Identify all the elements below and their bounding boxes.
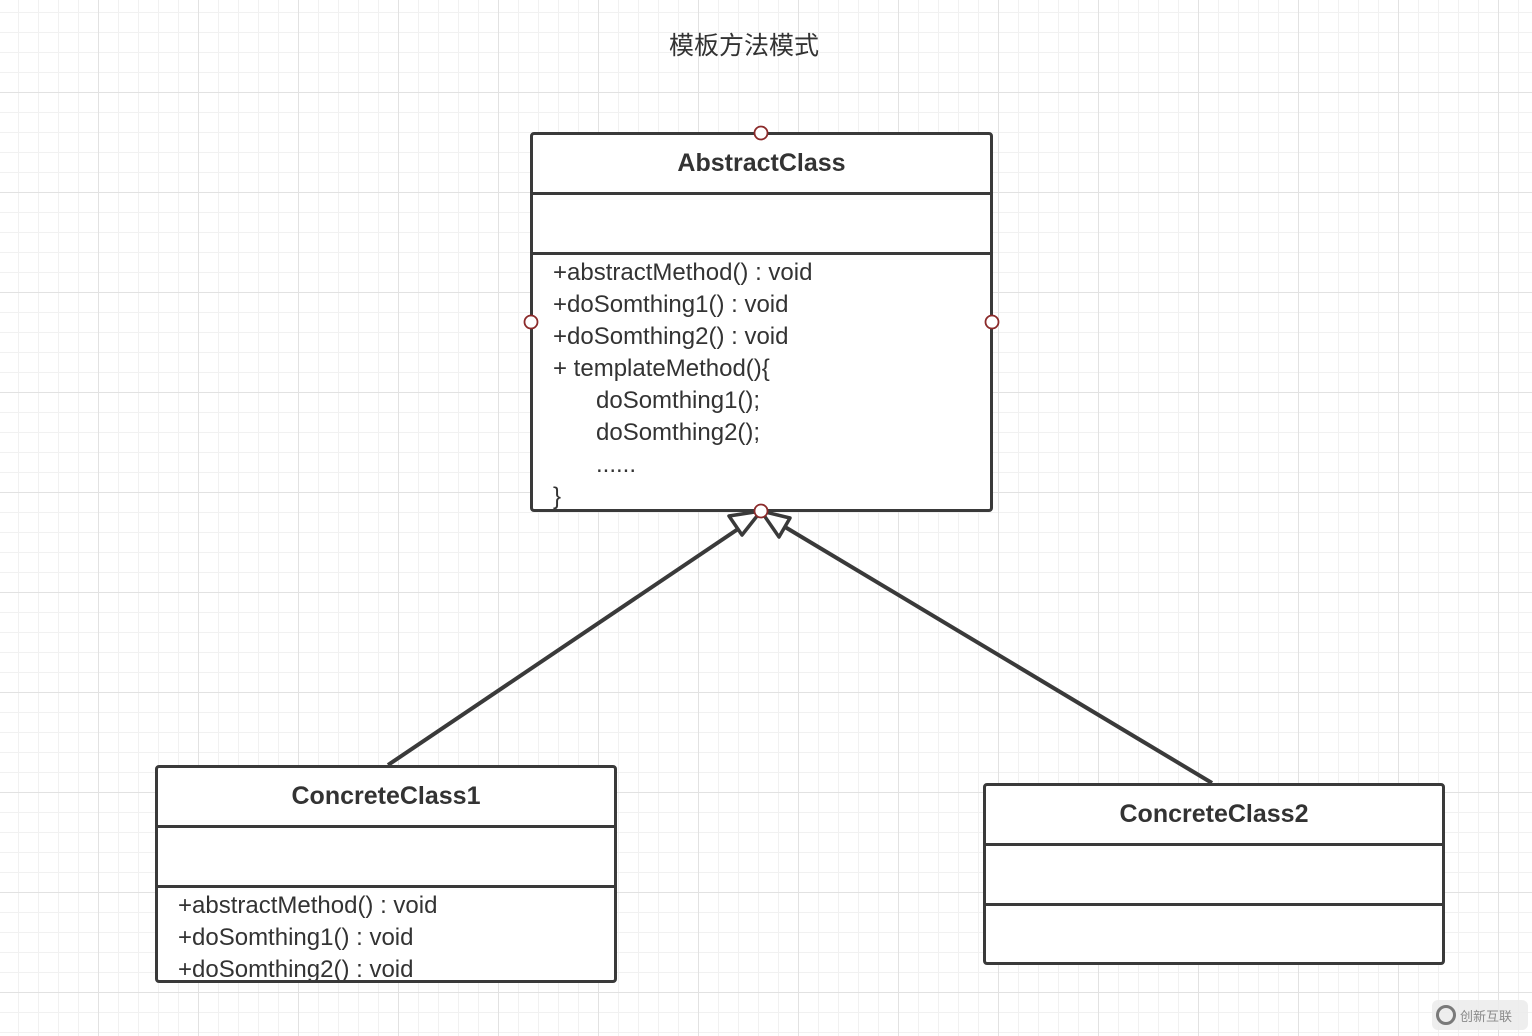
concrete-class1-box[interactable]: ConcreteClass1 +abstractMethod() : void … — [155, 765, 617, 983]
watermark-logo: 创新互联 — [1432, 1000, 1528, 1030]
method-body-line: doSomthing1(); — [596, 387, 761, 414]
concrete-class1-attributes — [158, 828, 614, 888]
method-item: +doSomthing2() : void — [178, 956, 414, 983]
method-body-close: } — [553, 483, 562, 510]
connection-point-left[interactable] — [523, 314, 539, 330]
method-item: +doSomthing1() : void — [553, 291, 789, 318]
concrete-class2-name: ConcreteClass2 — [986, 786, 1442, 846]
concrete-class1-name: ConcreteClass1 — [158, 768, 614, 828]
concrete-class1-methods: +abstractMethod() : void +doSomthing1() … — [158, 888, 614, 983]
connection-point-top[interactable] — [753, 125, 769, 141]
generalization-line-concrete1[interactable] — [386, 523, 746, 767]
inheritance-arrowhead-left — [727, 509, 763, 537]
diagram-title: 模板方法模式 — [668, 31, 819, 60]
method-body-line: ...... — [596, 451, 637, 478]
logo-icon — [1436, 1005, 1456, 1025]
abstract-class-methods: +abstractMethod() : void +doSomthing1() … — [533, 255, 990, 510]
connection-point-bottom[interactable] — [753, 503, 769, 519]
watermark-text: 创新互联 — [1460, 1009, 1513, 1025]
method-item: +doSomthing1() : void — [178, 924, 414, 951]
method-item: +abstractMethod() : void — [178, 892, 438, 919]
method-item: +abstractMethod() : void — [553, 259, 813, 286]
method-body-line: doSomthing2(); — [596, 419, 761, 446]
inheritance-arrowhead-right — [759, 509, 792, 539]
method-item: + templateMethod(){ — [553, 355, 770, 382]
abstract-class-name: AbstractClass — [533, 135, 990, 195]
concrete-class2-box[interactable]: ConcreteClass2 — [983, 783, 1445, 965]
connection-point-right[interactable] — [984, 314, 1000, 330]
concrete-class2-attributes — [986, 846, 1442, 906]
method-item: +doSomthing2() : void — [553, 323, 789, 350]
generalization-line-concrete2[interactable] — [783, 525, 1214, 785]
abstract-class-attributes — [533, 195, 990, 255]
